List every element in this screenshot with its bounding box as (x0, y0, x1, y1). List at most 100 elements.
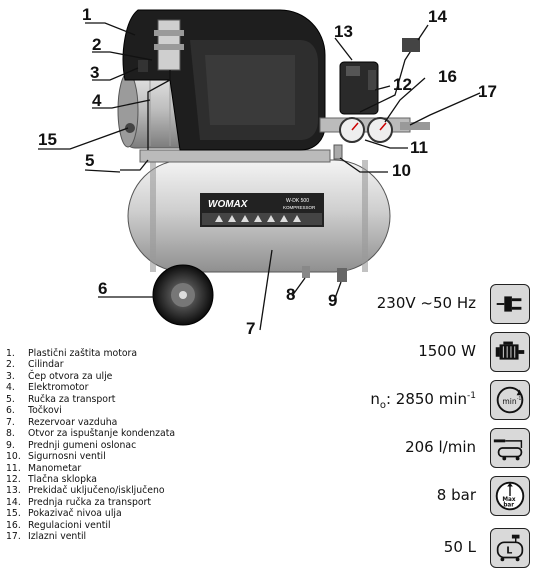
callout-2: 2 (92, 35, 101, 54)
legend-number: 1. (6, 348, 15, 359)
legend-number: 11. (6, 462, 21, 474)
legend-item: 10. Sigurnosni ventil (6, 451, 336, 462)
legend-item: 12. Tlačna sklopka (6, 474, 336, 485)
model-text: W-DK 500 (286, 198, 309, 204)
callout-3: 3 (90, 63, 99, 82)
legend-item: 3. Čep otvora za ulje (6, 371, 336, 382)
legend-text: Manometar (28, 462, 82, 474)
legend-text: Prekidač uključeno/isključeno (28, 485, 165, 497)
legend-number: 10. (6, 451, 21, 463)
legend-text: Ručka za transport (28, 393, 116, 405)
spec-rpm: no: 2850 min-1 min-1 (338, 380, 534, 422)
legend-text: Točkovi (28, 405, 62, 417)
legend-number: 17. (6, 531, 21, 543)
spec-rpm-text: no: 2850 min-1 (370, 390, 476, 411)
motor-icon (490, 332, 530, 372)
rotation-icon: min-1 (490, 380, 530, 420)
legend-text: Sigurnosni ventil (28, 451, 106, 463)
legend-text: Izlazni ventil (28, 531, 87, 543)
spec-pressure-text: 8 bar (436, 486, 476, 504)
callout-10: 10 (392, 161, 411, 180)
svg-text:bar: bar (503, 502, 514, 508)
brand-logo: WOMAX (208, 199, 249, 210)
callout-17: 17 (478, 82, 497, 101)
legend-item: 4. Elektromotor (6, 382, 336, 393)
legend-text: Otvor za ispuštanje kondenzata (28, 428, 176, 440)
spec-volume: 50 L L (338, 528, 534, 570)
manometer-2 (367, 117, 393, 143)
airflow-icon (490, 428, 530, 468)
legend-number: 15. (6, 508, 21, 520)
callout-12: 12 (393, 75, 412, 94)
legend-item: 2. Cilindar (6, 359, 336, 370)
legend-number: 5. (6, 393, 15, 405)
legend-item: 11. Manometar (6, 463, 336, 474)
svg-text:min-1: min-1 (502, 396, 521, 406)
legend-number: 4. (6, 382, 15, 394)
manometer-1 (339, 117, 365, 143)
legend-item: 13. Prekidač uključeno/isključeno (6, 485, 336, 496)
legend-text: Rezervoar vazduha (28, 416, 118, 428)
callout-8: 8 (286, 285, 295, 304)
spec-airflow: 206 l/min (338, 428, 534, 470)
spec-power-text: 1500 W (418, 342, 476, 360)
legend-number: 6. (6, 405, 15, 417)
callout-7: 7 (246, 319, 255, 338)
type-text: KOMPRESSOR (283, 205, 316, 210)
legend-text: Čep otvora za ulje (28, 370, 113, 382)
tank-label-plate: WOMAX W-DK 500 KOMPRESSOR (200, 193, 324, 227)
legend-text: Prednja ručka za transport (28, 496, 151, 508)
compressor-illustration: WOMAX W-DK 500 KOMPRESSOR (38, 5, 497, 338)
legend-item: 15. Pokazivač nivoa ulja (6, 508, 336, 519)
spec-voltage: 230V ~50 Hz (338, 284, 534, 326)
legend-text: Prednji gumeni oslonac (28, 439, 137, 451)
legend-number: 7. (6, 416, 15, 428)
legend-text: Regulacioni ventil (28, 519, 111, 531)
legend-number: 12. (6, 473, 21, 485)
callout-15: 15 (38, 130, 57, 149)
legend-text: Pokazivač nivoa ulja (28, 508, 122, 520)
legend-number: 8. (6, 428, 15, 440)
legend-number: 3. (6, 370, 15, 382)
parts-legend: 1. Plastični zaštita motora 2. Cilindar 3. Če… (6, 348, 336, 543)
callout-1: 1 (82, 5, 91, 24)
tank-capacity-icon: L (490, 528, 530, 568)
legend-number: 13. (6, 485, 21, 497)
legend-item: 7. Rezervoar vazduha (6, 417, 336, 428)
callout-13: 13 (334, 22, 353, 41)
callout-5: 5 (85, 151, 94, 170)
legend-number: 14. (6, 496, 21, 508)
spec-power: 1500 W (338, 332, 534, 374)
legend-text: Tlačna sklopka (28, 473, 97, 485)
callout-14: 14 (428, 7, 447, 26)
wheel (152, 264, 214, 326)
pressure-switch (339, 61, 379, 115)
legend-text: Elektromotor (28, 382, 89, 394)
legend-item: 5. Ručka za transport (6, 394, 336, 405)
spec-voltage-text: 230V ~50 Hz (376, 294, 476, 312)
svg-text:Max: Max (502, 497, 515, 503)
legend-text: Plastični zaštita motora (28, 348, 138, 359)
legend-text: Cilindar (28, 359, 64, 371)
legend-item: 14. Prednja ručka za transport (6, 497, 336, 508)
callout-11: 11 (410, 138, 428, 157)
callout-16: 16 (438, 67, 457, 86)
legend-item: 6. Točkovi (6, 405, 336, 416)
callout-9: 9 (328, 291, 337, 310)
spec-airflow-text: 206 l/min (405, 438, 476, 456)
plug-icon (490, 284, 530, 324)
legend-item: 8. Otvor za ispuštanje kondenzata (6, 428, 336, 439)
svg-text:L: L (506, 546, 512, 557)
callout-6: 6 (98, 279, 107, 298)
legend-number: 9. (6, 439, 15, 451)
spec-volume-text: 50 L (443, 538, 476, 556)
callout-4: 4 (92, 91, 102, 110)
legend-number: 16. (6, 519, 21, 531)
legend-item: 17. Izlazni ventil (6, 531, 336, 542)
legend-number: 2. (6, 359, 15, 371)
legend-item: 1. Plastični zaštita motora (6, 348, 336, 359)
legend-item: 9. Prednji gumeni oslonac (6, 440, 336, 451)
legend-item: 16. Regulacioni ventil (6, 520, 336, 531)
